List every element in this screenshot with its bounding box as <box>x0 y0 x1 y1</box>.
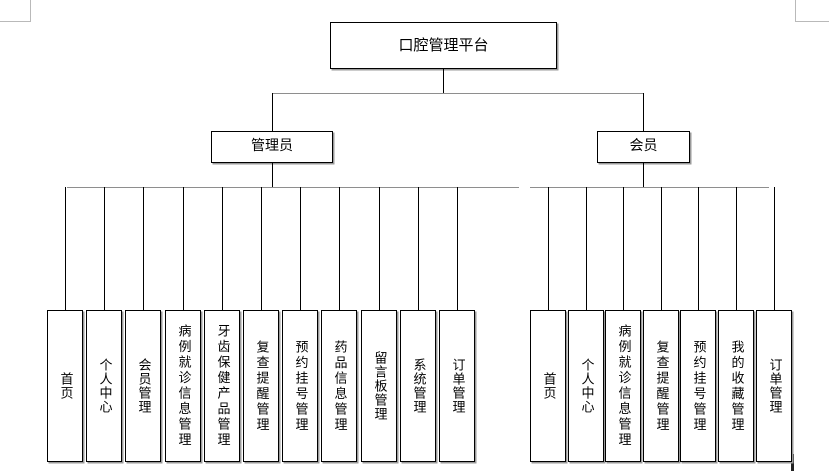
node-leaf-admin-3[interactable]: 会员管理 <box>125 310 161 462</box>
node-leaf-label: 复查提醒管理 <box>253 339 269 433</box>
page-margin-mark-top-left <box>0 0 31 22</box>
page-margin-mark-top-right <box>795 0 829 22</box>
connector-root-stem <box>443 69 444 94</box>
connector-member-stem <box>643 163 644 187</box>
node-branch-member-label: 会员 <box>629 138 658 155</box>
connector-admin-leaf-2 <box>104 187 105 310</box>
node-leaf-admin-1[interactable]: 首页 <box>47 310 83 462</box>
connector-member-leaf-2 <box>586 187 587 310</box>
node-branch-admin-label: 管理员 <box>251 138 293 155</box>
connector-admin-leaf-11 <box>457 187 458 310</box>
node-leaf-label: 订单管理 <box>766 358 782 414</box>
node-leaf-label: 个人中心 <box>578 358 594 414</box>
node-leaf-label: 病例就诊信息管理 <box>175 324 191 448</box>
node-leaf-label: 订单管理 <box>449 358 465 414</box>
connector-to-member <box>643 93 644 131</box>
connector-admin-leaf-6 <box>261 187 262 310</box>
node-leaf-label: 预约挂号管理 <box>690 339 706 433</box>
node-leaf-label: 系统管理 <box>410 358 426 414</box>
connector-admin-leaf-3 <box>143 187 144 310</box>
node-leaf-admin-8[interactable]: 药品信息管理 <box>321 310 357 462</box>
node-branch-member[interactable]: 会员 <box>597 131 690 163</box>
node-leaf-member-3[interactable]: 病例就诊信息管理 <box>605 310 641 462</box>
node-leaf-label: 药品信息管理 <box>331 339 347 433</box>
connector-member-leaf-5 <box>698 187 699 310</box>
node-branch-admin[interactable]: 管理员 <box>211 131 333 163</box>
connector-admin-bus <box>67 187 519 188</box>
node-leaf-admin-9[interactable]: 留言板管理 <box>361 310 397 462</box>
node-leaf-label: 预约挂号管理 <box>292 339 308 433</box>
connector-admin-leaf-5 <box>222 187 223 310</box>
connector-member-leaf-1 <box>548 187 549 310</box>
node-leaf-member-7[interactable]: 订单管理 <box>756 310 792 462</box>
node-root[interactable]: 口腔管理平台 <box>330 22 557 69</box>
node-leaf-member-1[interactable]: 首页 <box>530 310 566 462</box>
connector-admin-leaf-7 <box>300 187 301 310</box>
connector-admin-stem <box>272 163 273 187</box>
node-leaf-label: 我的收藏管理 <box>728 339 744 433</box>
connector-level1-bus <box>272 93 644 94</box>
connector-to-admin <box>272 93 273 131</box>
node-leaf-label: 牙齿保健产品管理 <box>214 324 230 448</box>
node-leaf-label: 首页 <box>540 372 556 400</box>
page-margin-mark-bottom-right <box>791 454 794 471</box>
node-leaf-admin-4[interactable]: 病例就诊信息管理 <box>165 310 201 462</box>
connector-admin-leaf-1 <box>65 187 66 310</box>
node-leaf-label: 首页 <box>57 372 73 400</box>
node-leaf-label: 留言板管理 <box>371 351 387 421</box>
node-leaf-admin-5[interactable]: 牙齿保健产品管理 <box>204 310 240 462</box>
connector-admin-leaf-9 <box>379 187 380 310</box>
node-leaf-admin-10[interactable]: 系统管理 <box>400 310 436 462</box>
node-leaf-admin-2[interactable]: 个人中心 <box>86 310 122 462</box>
node-leaf-member-4[interactable]: 复查提醒管理 <box>643 310 679 462</box>
node-leaf-member-2[interactable]: 个人中心 <box>568 310 604 462</box>
connector-admin-leaf-4 <box>183 187 184 310</box>
connector-admin-leaf-10 <box>418 187 419 310</box>
connector-member-leaf-6 <box>736 187 737 310</box>
node-leaf-admin-11[interactable]: 订单管理 <box>439 310 475 462</box>
node-leaf-admin-6[interactable]: 复查提醒管理 <box>243 310 279 462</box>
node-leaf-label: 病例就诊信息管理 <box>615 324 631 448</box>
node-leaf-member-6[interactable]: 我的收藏管理 <box>718 310 754 462</box>
connector-member-leaf-3 <box>623 187 624 310</box>
node-leaf-label: 个人中心 <box>96 358 112 414</box>
node-leaf-admin-7[interactable]: 预约挂号管理 <box>282 310 318 462</box>
node-leaf-label: 会员管理 <box>135 358 151 414</box>
connector-member-leaf-4 <box>661 187 662 310</box>
node-root-label: 口腔管理平台 <box>398 36 489 55</box>
connector-member-leaf-7 <box>774 187 775 310</box>
node-leaf-label: 复查提醒管理 <box>653 339 669 433</box>
connector-member-bus <box>530 187 769 188</box>
node-leaf-member-5[interactable]: 预约挂号管理 <box>680 310 716 462</box>
connector-admin-leaf-8 <box>339 187 340 310</box>
